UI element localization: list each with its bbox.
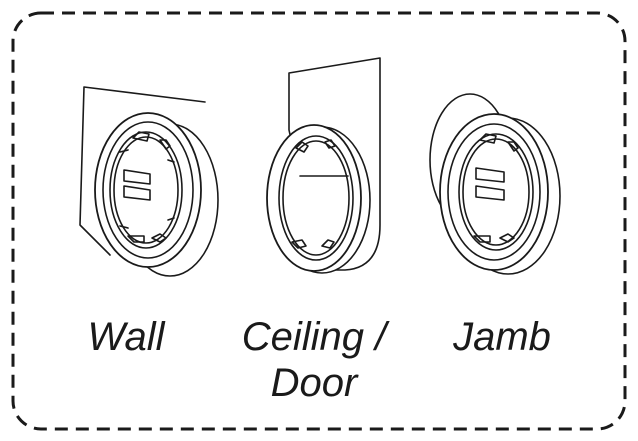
jamb-ring-inner [458,133,534,251]
jamb-label-line: Jamb [453,315,551,359]
wall-clip-top [132,131,171,150]
ceiling-clip-bottom [291,239,335,249]
ceiling-door-label-line-1: Ceiling / [241,315,387,359]
wall-ring-inner [109,131,183,249]
jamb-latch-a [475,167,505,183]
wall-latch-b [123,185,151,201]
wall-ring-inner-edge [113,136,179,244]
jamb-label: Jamb [432,314,572,360]
wall-mount-illustration [79,86,219,277]
jamb-ring-inner-lip [447,123,541,261]
ceiling-clip-top [295,139,336,153]
dashed-border [11,11,627,431]
wall-label-line: Wall [87,315,165,359]
wall-ring-inner-lip [102,121,194,259]
ceiling-ring-inner-edge [282,140,350,256]
wall-label: Wall [76,314,176,360]
ceiling-ring-front [266,124,362,272]
wall-latch-a [123,169,151,185]
ceiling-ring-inner [278,135,354,261]
wall-clip-bottom [127,233,167,243]
ceiling-door-label-line-2: Door [270,361,358,405]
ceiling-mount-illustration [266,57,381,274]
jamb-latch-b [475,185,505,201]
jamb-clip-bottom [473,233,515,243]
jamb-clip-top [479,133,519,152]
wall-inner-tabs [119,149,175,229]
jamb-mount-illustration [429,93,561,275]
jamb-ring-front [439,113,549,271]
jamb-ring-inner-edge [462,138,530,246]
ceiling-door-label: Ceiling / Door [228,314,400,406]
wall-plate [79,86,206,256]
